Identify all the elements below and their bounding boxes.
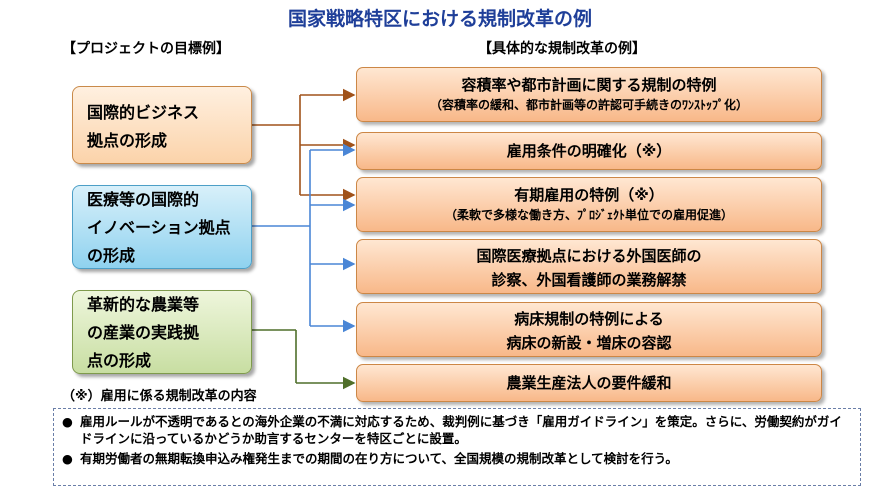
goal-line: 革新的な農業等: [87, 295, 200, 314]
goal-line: 点の形成: [87, 351, 152, 370]
bullet-icon: ●: [62, 414, 73, 429]
note-text: 雇用ルールが不透明であるとの海外企業の不満に対応するため、裁判例に基づき「雇用ガ…: [80, 414, 842, 446]
example-detail: （柔軟で多様な働き方、ﾌﾟﾛｼﾞｪｸﾄ単位での雇用促進）: [444, 208, 733, 222]
example-detail: （容積率の緩和、都市計画等の許認可手続きのﾜﾝｽﾄｯﾌﾟ化）: [429, 98, 748, 112]
right-header: 【具体的な規制改革の例】: [478, 41, 646, 57]
business-arrows: [252, 88, 356, 202]
example-title: 容積率や都市計画に関する規制の特例: [461, 76, 717, 94]
goal-line: 医療等の国際的: [87, 190, 200, 209]
note-item: ● 有期労働者の無期転換申込み権発生までの期間の在り方について、全国規模の規制改…: [62, 450, 854, 467]
example-hospital-beds: 病床規制の特例による 病床の新設・増床の容認: [356, 302, 822, 357]
bullet-icon: ●: [62, 451, 73, 466]
agri-arrows: [252, 329, 356, 390]
example-title-2: 診察、外国看護師の業務解禁: [491, 271, 687, 289]
goal-line: の形成: [87, 246, 136, 265]
example-title: 雇用条件の明確化（※）: [506, 142, 672, 160]
goal-line: の産業の実践拠: [87, 323, 200, 342]
goal-medical-innovation: 医療等の国際的 イノベーション拠点 の形成: [72, 185, 252, 269]
example-agri-corp: 農業生産法人の要件緩和: [356, 364, 822, 402]
goal-line: 国際的ビジネス: [87, 103, 200, 122]
note-label: （※）雇用に係る規制改革の内容: [62, 389, 257, 404]
goal-line: イノベーション拠点: [87, 218, 231, 237]
note-item: ● 雇用ルールが不透明であるとの海外企業の不満に対応するため、裁判例に基づき「雇…: [62, 413, 854, 447]
goal-line: 拠点の形成: [87, 131, 168, 150]
medical-arrows: [252, 143, 356, 333]
goal-agriculture: 革新的な農業等 の産業の実践拠 点の形成: [72, 290, 252, 374]
example-title-2: 病床の新設・増床の容認: [506, 334, 672, 352]
page-title: 国家戦略特区における規制改革の例: [287, 8, 592, 30]
note-box: ● 雇用ルールが不透明であるとの海外企業の不満に対応するため、裁判例に基づき「雇…: [53, 408, 861, 486]
example-foreign-doctors: 国際医療拠点における外国医師の 診察、外国看護師の業務解禁: [356, 239, 822, 294]
example-title: 農業生産法人の要件緩和: [506, 374, 672, 392]
example-floor-area-ratio: 容積率や都市計画に関する規制の特例 （容積率の緩和、都市計画等の許認可手続きのﾜ…: [356, 67, 822, 122]
note-text: 有期労働者の無期転換申込み権発生までの期間の在り方について、全国規模の規制改革と…: [80, 451, 678, 466]
example-title: 病床規制の特例による: [514, 310, 664, 328]
example-fixed-term-employment: 有期雇用の特例（※） （柔軟で多様な働き方、ﾌﾟﾛｼﾞｪｸﾄ単位での雇用促進）: [356, 177, 822, 232]
example-title: 国際医療拠点における外国医師の: [476, 247, 702, 265]
goal-business-hub: 国際的ビジネス 拠点の形成: [72, 86, 252, 164]
example-employment-clarity: 雇用条件の明確化（※）: [356, 132, 822, 170]
example-title: 有期雇用の特例（※）: [514, 186, 664, 204]
left-header: 【プロジェクトの目標例】: [62, 41, 230, 57]
